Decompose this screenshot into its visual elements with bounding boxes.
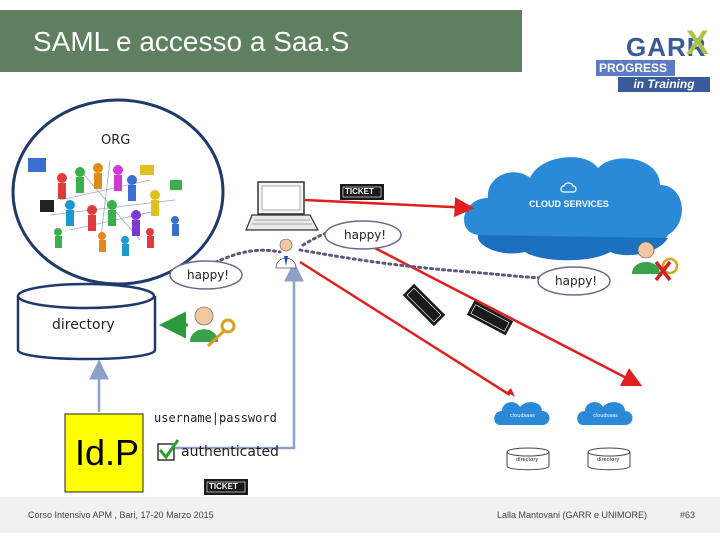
people-network-icon (28, 158, 182, 256)
key-user-icon (190, 306, 236, 348)
cloud-services-label: CLOUD SERVICES (529, 199, 609, 209)
footer-author: Lalla Mantovani (GARR e UNIMORE) (497, 510, 648, 520)
happy-bubble-top (324, 220, 402, 250)
happy-label-right: happy! (555, 274, 598, 288)
ticket-icon-bottom (204, 479, 248, 495)
happy-label-left: happy! (187, 268, 230, 282)
ticket-icon-top (340, 184, 384, 200)
blue-flow-arrows (89, 261, 304, 450)
laptop-icon (245, 181, 319, 231)
small-cloud-right (577, 402, 633, 471)
small-cloud-left (494, 402, 550, 471)
small-directory-right-label: directory (597, 457, 620, 463)
authenticated-label: authenticated (181, 444, 279, 460)
directory-label: directory (52, 317, 115, 333)
happy-label-top: happy! (344, 228, 387, 242)
red-flow-arrows (299, 197, 643, 397)
org-ellipse (11, 98, 225, 286)
directory-cylinder (16, 282, 157, 361)
slide-title: SAML e accesso a Saa.S (33, 26, 350, 57)
ticket-icon-mid-left (402, 283, 446, 327)
ticket-icon-mid-right (466, 300, 514, 336)
logo-garr-text: GARR (626, 32, 707, 62)
org-label: ORG (101, 133, 131, 148)
footer-page-number: #63 (680, 510, 696, 520)
logo-x-text: X (686, 24, 709, 62)
authenticated-checkbox-icon (157, 439, 180, 461)
logo-training-text: in Training (618, 77, 710, 92)
idp-label: Id.P (75, 432, 140, 473)
small-cloud-right-label: cloudsaas (593, 413, 618, 419)
title-bar (0, 10, 522, 72)
footer-course: Corso Intensivo APM , Bari, 17-20 Marzo … (28, 510, 214, 520)
ticket-label-bottom: TICKET (209, 482, 238, 491)
ticket-label-top: TICKET (345, 187, 374, 196)
credentials-label: username|password (154, 411, 277, 425)
idp-box (64, 413, 144, 493)
happy-bubble-left (169, 260, 243, 290)
cloud-services-icon (464, 157, 682, 261)
denied-user-icon (632, 241, 679, 282)
footer-bar (0, 497, 720, 533)
happy-bubble-right (537, 266, 611, 296)
garr-logo: GARR X PROGRESS in Training (596, 24, 716, 94)
user-icon (275, 238, 297, 269)
small-directory-left-label: directory (516, 457, 539, 463)
logo-progress-text: PROGRESS (596, 60, 675, 76)
small-cloud-left-label: cloudsaas (510, 413, 535, 419)
